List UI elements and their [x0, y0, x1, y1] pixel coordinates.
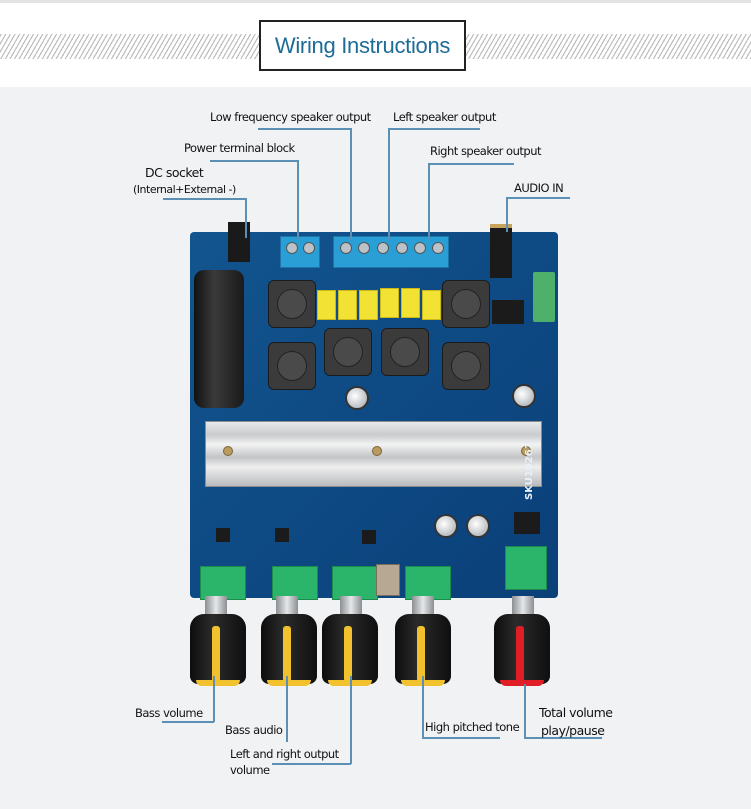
label-left-right-output-volume-line1: Left and right output: [230, 747, 339, 761]
leader-line: [428, 163, 430, 240]
knob-bass-audio[interactable]: [261, 614, 317, 686]
electrolytic-capacitor: [466, 514, 490, 538]
label-dc-socket: DC socket: [145, 165, 204, 180]
knob-bass-volume[interactable]: [190, 614, 246, 686]
hatch-decoration-left: [0, 34, 260, 59]
power-terminal-block: [280, 236, 320, 268]
op-amp-chip: [275, 528, 289, 542]
dc-socket: [228, 222, 250, 262]
pot-high-pitched-tone: [405, 566, 451, 600]
leader-line: [210, 160, 298, 162]
speaker-terminal-block: [333, 236, 449, 268]
leader-line: [524, 684, 526, 738]
pot-total-volume: [505, 546, 547, 590]
label-total-volume: Total volume: [539, 705, 613, 720]
leader-line: [388, 128, 480, 130]
inductor: [442, 342, 490, 390]
leader-line: [286, 676, 288, 742]
leader-line: [350, 676, 352, 764]
film-capacitor: [401, 288, 420, 318]
regulator-chip: [514, 512, 540, 534]
label-power-terminal-block: Power terminal block: [184, 141, 295, 155]
electrolytic-capacitor-large: [194, 270, 244, 408]
pot-bass-volume: [200, 566, 246, 600]
pot-lr-output-volume: [332, 566, 378, 600]
knob-lr-output-volume[interactable]: [322, 614, 378, 686]
inductor: [442, 280, 490, 328]
slide-switch: [376, 564, 400, 596]
audio-in-jack: [490, 224, 512, 278]
film-capacitor: [422, 290, 441, 320]
label-right-speaker-output: Right speaker output: [430, 144, 542, 158]
film-capacitor: [380, 288, 399, 318]
leader-line: [350, 128, 352, 240]
leader-line: [297, 160, 299, 240]
knob-total-volume[interactable]: [494, 614, 550, 686]
label-low-frequency-speaker-output: Low frequency speaker output: [210, 110, 371, 124]
page-title: Wiring Instructions: [274, 32, 451, 58]
inductor: [268, 280, 316, 328]
leader-line: [506, 197, 508, 232]
label-left-speaker-output: Left speaker output: [393, 110, 496, 124]
electrolytic-capacitor: [512, 384, 536, 408]
leader-line: [272, 763, 351, 765]
hatch-decoration-right: [466, 34, 751, 59]
film-capacitor: [359, 290, 378, 320]
chip: [492, 300, 524, 324]
sku-silkscreen: SKU10261: [524, 442, 535, 500]
inductor: [324, 328, 372, 376]
label-audio-in: AUDIO IN: [514, 181, 564, 195]
header-banner: Wiring Instructions: [0, 0, 751, 87]
film-capacitor: [317, 290, 336, 320]
leader-line: [524, 737, 602, 739]
leader-line: [258, 128, 351, 130]
electrolytic-capacitor: [434, 514, 458, 538]
pot-bass-audio: [272, 566, 318, 600]
bluetooth-antenna: [533, 272, 555, 322]
inductor: [268, 342, 316, 390]
knob-high-pitched-tone[interactable]: [395, 614, 451, 686]
op-amp-chip: [216, 528, 230, 542]
leader-line: [163, 198, 246, 200]
leader-line: [422, 676, 424, 738]
leader-line: [428, 163, 514, 165]
leader-line: [213, 676, 215, 722]
label-bass-volume: Bass volume: [135, 706, 203, 720]
leader-line: [388, 128, 390, 240]
electrolytic-capacitor: [345, 386, 369, 410]
label-play-pause: play/pause: [541, 723, 605, 738]
leader-line: [506, 197, 570, 199]
label-bass-audio: Bass audio: [225, 723, 283, 737]
title-box: Wiring Instructions: [259, 20, 466, 71]
label-dc-socket-note: (Internal+External -): [133, 183, 236, 196]
heatsink: [205, 421, 542, 487]
leader-line: [162, 721, 214, 723]
inductor: [381, 328, 429, 376]
leader-line: [245, 198, 247, 238]
op-amp-chip: [362, 530, 376, 544]
label-high-pitched-tone: High pitched tone: [425, 720, 520, 734]
film-capacitor: [338, 290, 357, 320]
label-left-right-output-volume-line2: volume: [230, 763, 270, 777]
leader-line: [422, 737, 500, 739]
